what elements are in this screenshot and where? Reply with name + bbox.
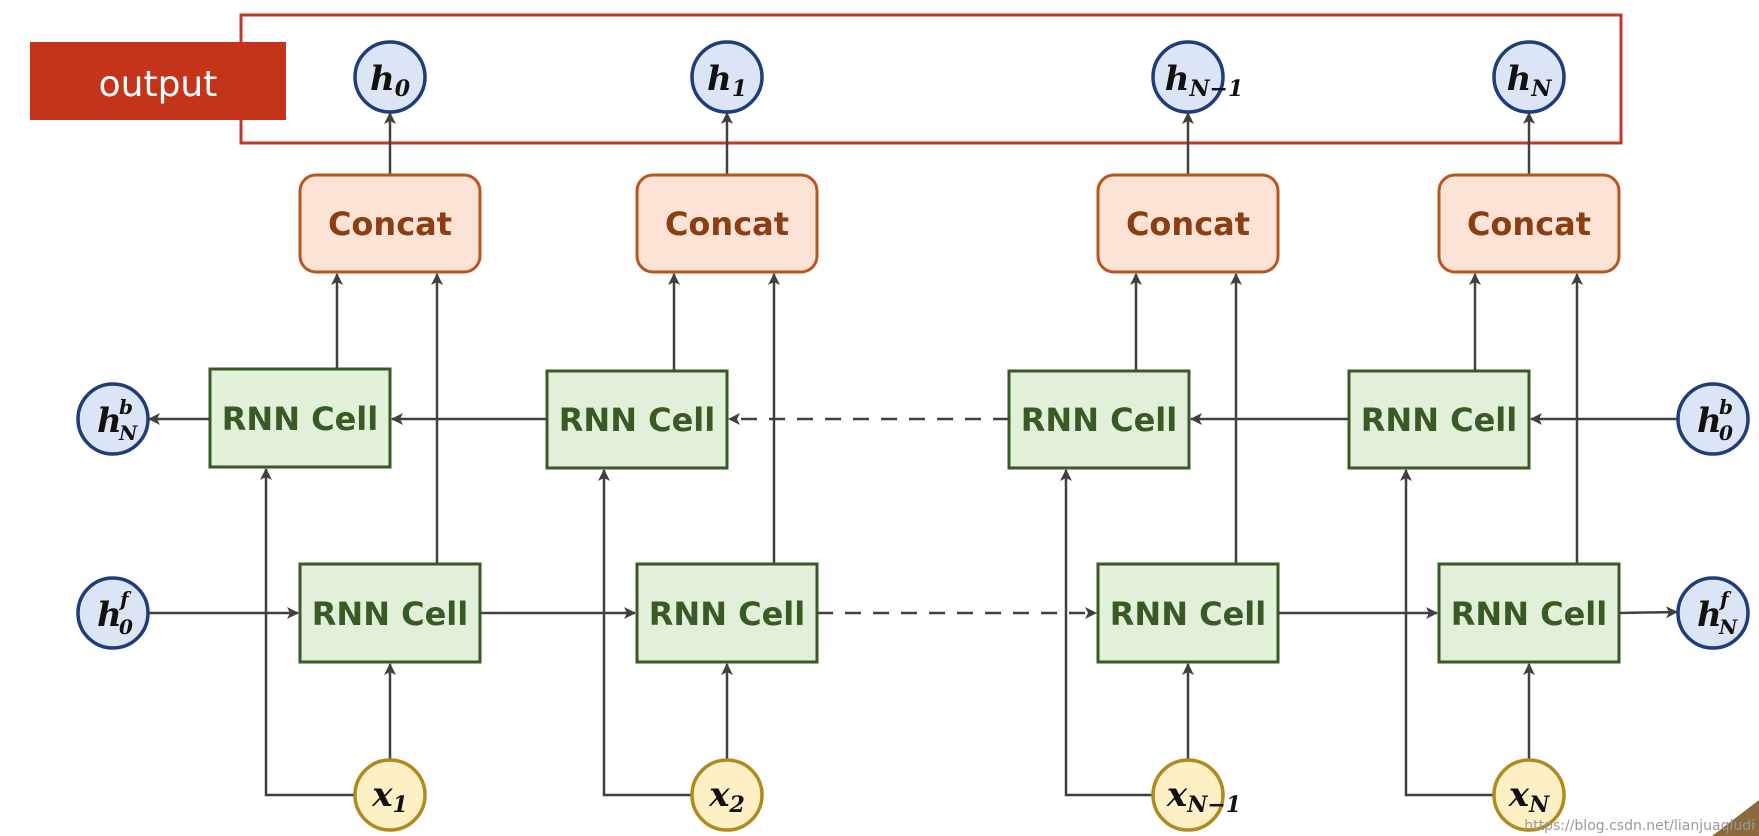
bwd-cell-label-1: RNN Cell bbox=[222, 400, 378, 438]
state-node-hnb-label: h bbox=[97, 401, 122, 441]
input-node-xn1-label: xN−1 bbox=[1166, 775, 1241, 818]
input-node-x2 bbox=[690, 758, 764, 832]
concat-box-1 bbox=[298, 173, 482, 274]
output-node-h1 bbox=[690, 40, 764, 114]
state-node-h0b bbox=[1676, 382, 1750, 456]
state-node-hnb bbox=[76, 382, 150, 456]
concat-box-3 bbox=[1096, 173, 1280, 274]
output-frame bbox=[239, 13, 1623, 145]
bwd-cell-label-4: RNN Cell bbox=[1361, 401, 1517, 439]
state-node-hnb-sub: N bbox=[118, 421, 138, 445]
bwd-cell-4 bbox=[1347, 369, 1531, 470]
state-node-h0f-sup: f bbox=[118, 587, 132, 611]
corner-decoration bbox=[1712, 800, 1759, 836]
output-node-hn-label: hN bbox=[1507, 59, 1553, 102]
output-node-h0-label: h0 bbox=[370, 59, 411, 102]
state-node-h0b-sup: b bbox=[1719, 395, 1733, 419]
input-node-xn bbox=[1492, 758, 1566, 832]
concat-box-2 bbox=[635, 173, 819, 274]
fwd-cell-label-2: RNN Cell bbox=[649, 595, 805, 633]
state-node-hnf-sup: f bbox=[1718, 587, 1732, 611]
input-node-x1 bbox=[353, 758, 427, 832]
bwd-cell-1 bbox=[208, 367, 392, 469]
fwd-cell-label-3: RNN Cell bbox=[1110, 595, 1266, 633]
fwd-cell-1 bbox=[298, 562, 482, 664]
xn-to-bwd-cell bbox=[1400, 469, 1494, 797]
xn1-to-bwd-cell bbox=[1060, 469, 1153, 797]
x1-to-bwd-cell bbox=[260, 468, 355, 797]
concat-label-1: Concat bbox=[328, 205, 452, 243]
output-badge bbox=[30, 42, 286, 120]
state-node-hnf-sub: N bbox=[1718, 615, 1738, 639]
bwd-cell-label-3: RNN Cell bbox=[1021, 401, 1177, 439]
input-node-x2-label: x2 bbox=[708, 775, 745, 818]
concat-label-3: Concat bbox=[1126, 205, 1250, 243]
concat-label-4: Concat bbox=[1467, 205, 1591, 243]
concat-label-2: Concat bbox=[665, 205, 789, 243]
output-node-hn bbox=[1492, 40, 1566, 114]
fwd-arrow-to-hnf bbox=[1618, 606, 1678, 619]
watermark: https://blog.csdn.net/lianjuaqiudi bbox=[1524, 818, 1755, 834]
state-node-h0b-label: h bbox=[1697, 401, 1722, 441]
state-node-hnf bbox=[1676, 576, 1750, 650]
bwd-cell-3 bbox=[1007, 369, 1191, 470]
state-node-h0f-label: h bbox=[97, 595, 122, 635]
fwd-cell-label-1: RNN Cell bbox=[312, 595, 468, 633]
input-node-xn1 bbox=[1151, 758, 1225, 832]
state-node-h0f bbox=[76, 576, 150, 650]
state-node-h0b-sub: 0 bbox=[1719, 421, 1733, 445]
output-node-h0 bbox=[353, 40, 427, 114]
output-node-h1-label: h1 bbox=[707, 59, 747, 102]
state-node-hnb-sup: b bbox=[119, 395, 133, 419]
input-node-x1-label: x1 bbox=[371, 775, 408, 818]
x2-to-bwd-cell bbox=[598, 469, 692, 797]
output-node-hn1-label: hN−1 bbox=[1165, 59, 1244, 102]
fwd-cell-3 bbox=[1096, 562, 1280, 664]
output-label: output bbox=[99, 64, 218, 105]
fwd-cell-label-4: RNN Cell bbox=[1451, 595, 1607, 633]
fwd-cell-4 bbox=[1437, 562, 1621, 664]
input-node-xn-label: xN bbox=[1508, 775, 1550, 818]
concat-box-4 bbox=[1437, 173, 1621, 274]
output-node-hn1 bbox=[1151, 40, 1225, 114]
state-node-h0f-sub: 0 bbox=[119, 615, 133, 639]
bwd-cell-label-2: RNN Cell bbox=[559, 401, 715, 439]
state-node-hnf-label: h bbox=[1697, 595, 1722, 635]
